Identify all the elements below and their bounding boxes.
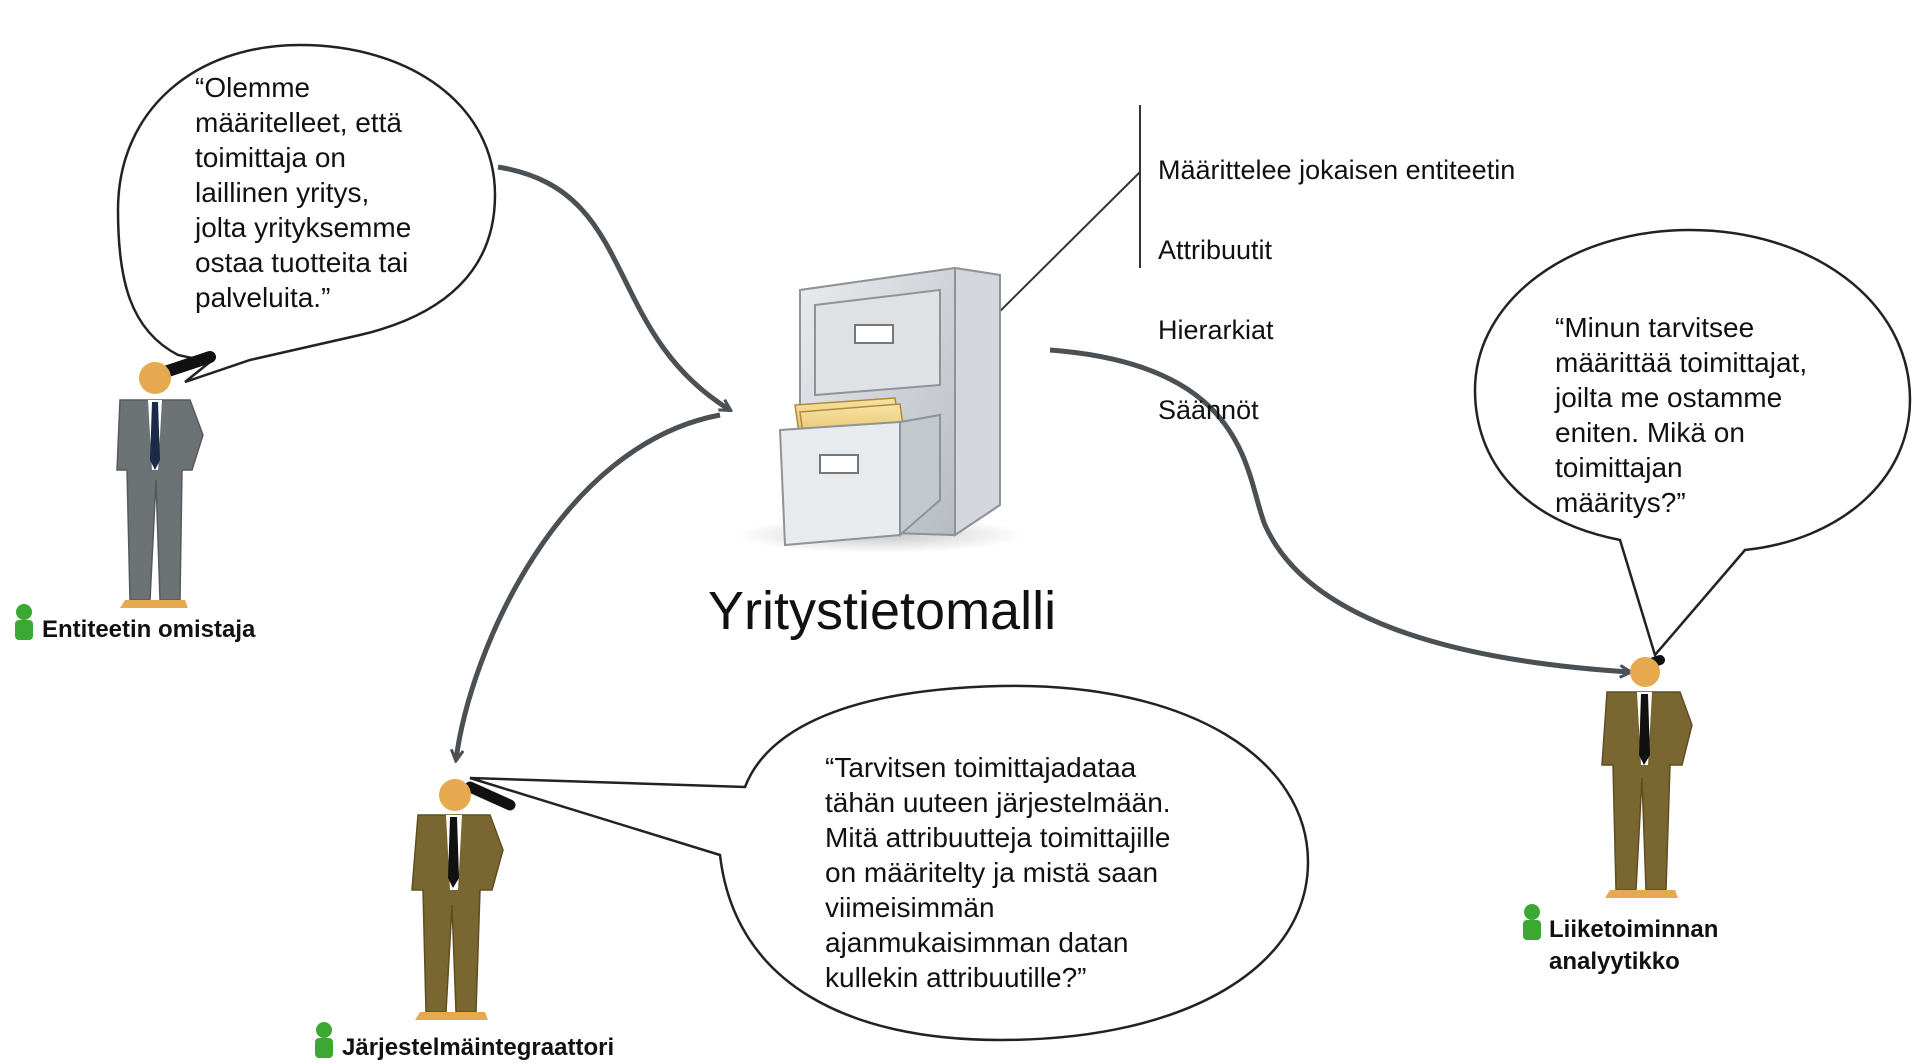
filing-cabinet-icon [735, 266, 1025, 553]
system-integrator-figure [411, 779, 516, 1020]
system-integrator-speech-bubble [469, 684, 1310, 1042]
definition-item: Attribuutit [1158, 235, 1273, 265]
entity-owner-speech-bubble [116, 43, 497, 384]
business-analyst-label: Liiketoiminnan analyytikko [1549, 916, 1719, 975]
definition-list: Määrittelee jokaisen entiteetin Attribuu… [1158, 110, 1515, 470]
entity-owner-quote: “Olemme määritelleet, että toimittaja on… [195, 72, 412, 313]
diagram-title: Yritystietomalli [708, 581, 1057, 641]
entity-owner-label: Entiteetin omistaja [42, 616, 256, 643]
arrow-model-integrator [456, 412, 721, 760]
entity-owner-figure [116, 351, 216, 608]
business-analyst-figure [1601, 655, 1693, 898]
business-analyst-user-badge-icon [1523, 904, 1541, 940]
entity-owner-user-badge-icon [15, 604, 33, 640]
arrow-owner-to-model [497, 164, 730, 410]
definition-item: Hierarkiat [1158, 315, 1274, 345]
arrow-model-to-analyst [1049, 347, 1630, 672]
business-analyst-speech-bubble [1473, 228, 1912, 658]
business-analyst-quote: “Minun tarvitsee määrittää toimittajat, … [1555, 312, 1808, 518]
system-integrator-quote: “Tarvitsen toimittajadataa tähän uuteen … [825, 752, 1171, 993]
system-integrator-user-badge-icon [315, 1022, 333, 1058]
definition-list-bracket [974, 105, 1141, 337]
system-integrator-label: Järjestelmäintegraattori [342, 1034, 615, 1061]
definition-item: Määrittelee jokaisen entiteetin [1158, 155, 1516, 185]
definition-item: Säännöt [1158, 395, 1259, 425]
